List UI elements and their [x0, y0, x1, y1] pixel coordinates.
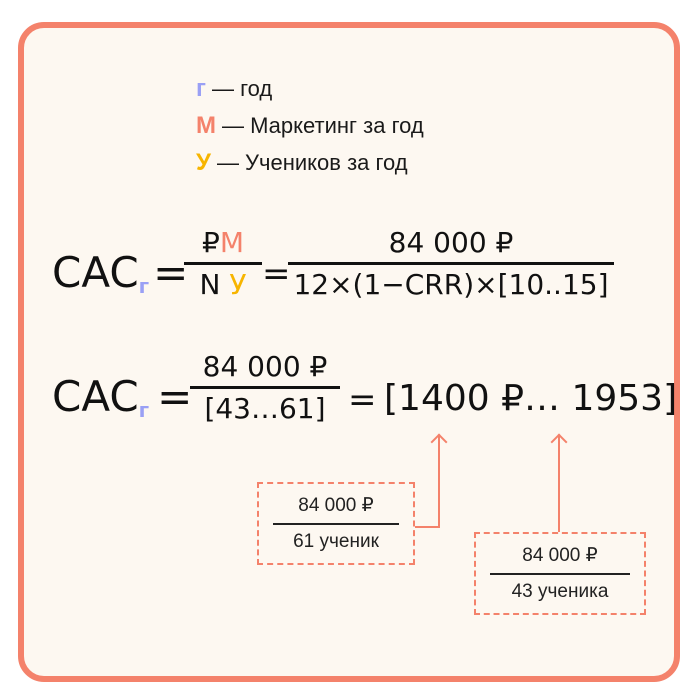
formula2-fraction: 84 000 ₽ [43…61] [190, 350, 340, 425]
legend-item-marketing: М— Маркетинг за год [196, 112, 424, 139]
arrow-to-1953 [558, 436, 560, 532]
formula1-fraction-symbolic: ₽М N У [184, 226, 262, 301]
legend: г— год М— Маркетинг за год У— Учеников з… [196, 70, 424, 181]
legend-item-students: У— Учеников за год [196, 149, 408, 176]
legend-item-year: г— год [196, 75, 273, 102]
arrow-connector [412, 526, 440, 528]
formula2-lhs: CACг= [52, 372, 193, 422]
formula1-fraction-numeric: 84 000 ₽ 12×(1−CRR)×[10..15] [288, 226, 614, 301]
arrow-to-1400 [438, 436, 440, 528]
note-43-students: 84 000 ₽43 ученика [474, 532, 646, 615]
formula2-result: [1400 ₽… 1953] [384, 378, 678, 419]
formula1-eq2: = [262, 254, 291, 294]
formula1-lhs: CACг= [52, 248, 189, 298]
note-61-students: 84 000 ₽61 ученик [257, 482, 415, 565]
formula2-eq2: = [348, 380, 377, 420]
